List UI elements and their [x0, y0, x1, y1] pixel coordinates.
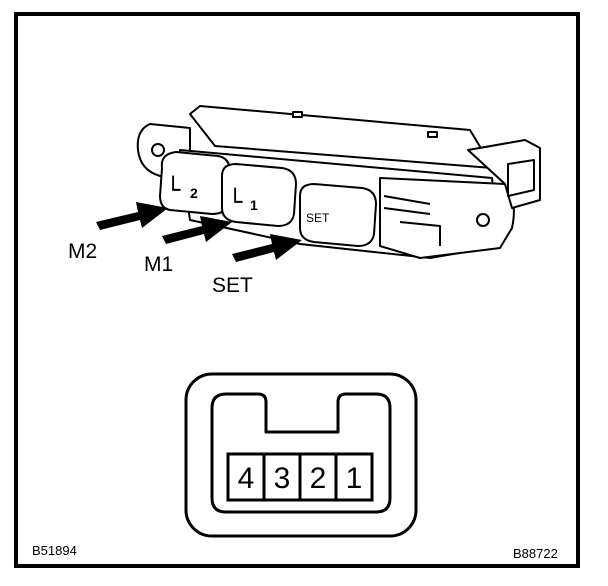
pin-label: 1 — [346, 462, 363, 495]
pin-cell-2 — [298, 452, 338, 502]
m2-callout: M2 — [68, 240, 98, 263]
top-marking-2 — [427, 131, 438, 138]
arrow-m1 — [162, 216, 232, 244]
connector-outer — [184, 372, 418, 538]
m1-button[interactable] — [221, 163, 297, 227]
connector-housing — [184, 372, 418, 538]
left-mounting-hole — [151, 143, 165, 157]
set-button[interactable] — [299, 183, 377, 247]
bracket-latch — [383, 195, 441, 246]
pin-cell-1 — [334, 452, 374, 502]
top-marking-1 — [292, 111, 303, 118]
pin-cell-4 — [226, 452, 266, 502]
arrow-set — [232, 234, 302, 262]
pin-label: 4 — [238, 462, 255, 495]
m1-seat-glyph: └ — [228, 187, 243, 216]
figure-code-right: B88722 — [513, 546, 558, 561]
arrow-m2 — [96, 202, 168, 230]
side-connector-opening — [507, 159, 535, 197]
figure-code-left: B51894 — [32, 543, 77, 558]
right-mounting-hole — [476, 213, 490, 227]
switch-unit — [96, 105, 541, 262]
pin-label: 3 — [274, 462, 291, 495]
m2-seat-glyph: └ — [166, 175, 181, 204]
connector-pin-row — [226, 452, 374, 502]
pin-cell-3 — [262, 452, 302, 502]
set-callout: SET — [212, 274, 253, 297]
pin-label: 2 — [310, 462, 327, 495]
m1-button-number: 1 — [250, 197, 258, 213]
m2-button-number: 2 — [190, 185, 198, 201]
right-bracket — [379, 177, 515, 259]
m1-callout: M1 — [144, 253, 174, 276]
connector-inner — [210, 392, 392, 514]
set-button-label: SET — [306, 211, 330, 225]
